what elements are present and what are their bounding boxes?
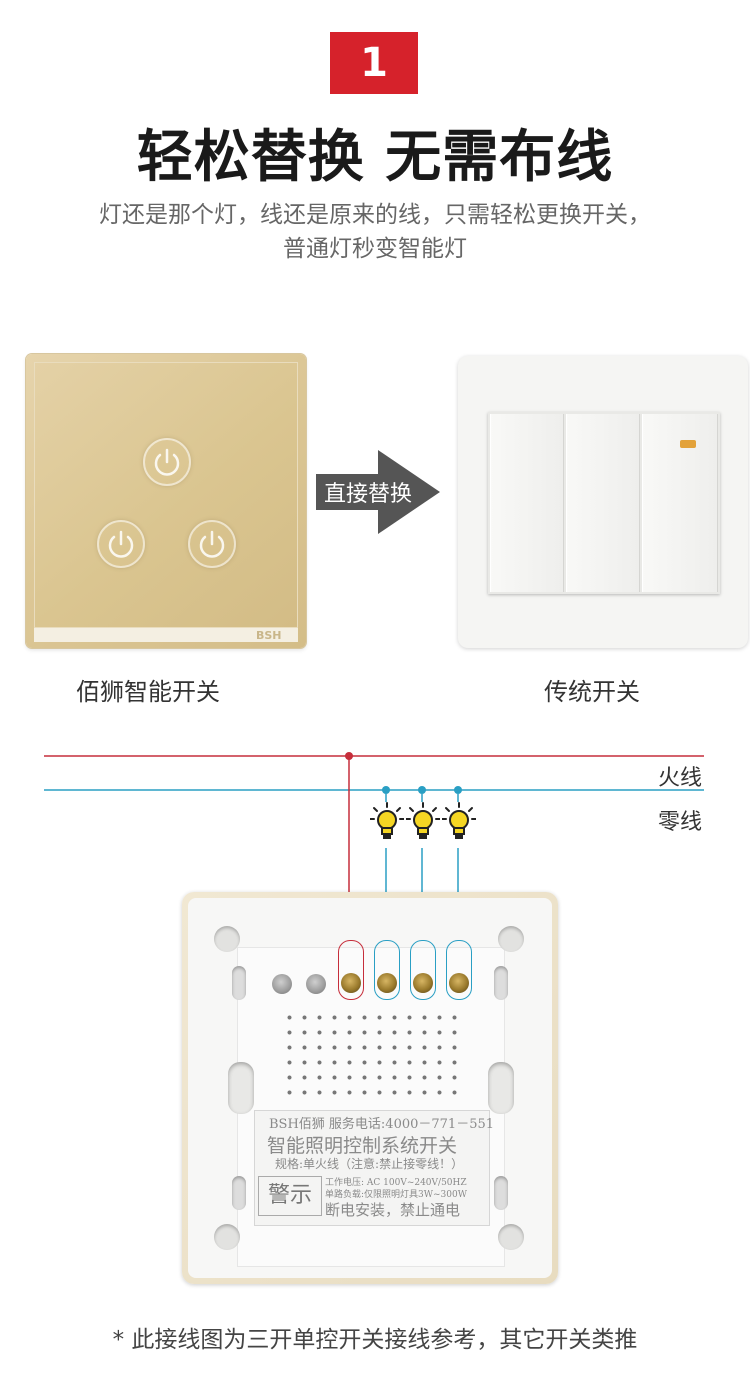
live-terminal-ring [338,940,364,1000]
power-icon [97,520,145,568]
unused-terminal [272,974,292,994]
headline: 轻松替换 无需布线 [136,125,614,190]
mount-slot [494,1176,508,1210]
unused-terminal [306,974,326,994]
arrow-label: 直接替换 [323,482,412,507]
smart-switch-caption: 佰狮智能开关 [76,678,220,706]
label-line-spec: 规格:单火线（注意:禁止接零线！） [275,1157,464,1171]
label-line-caution: 断电安装，禁止通电 [325,1201,461,1219]
footnote: * 此接线图为三开单控开关接线参考，其它开关类推 [112,1327,638,1353]
mount-slot [232,1176,246,1210]
screw-hole [214,1224,240,1250]
step-badge: 1 [330,32,418,94]
traditional-switch-caption: 传统开关 [544,678,640,706]
label-line-voltage: 工作电压: AC 100V~240V/50HZ [325,1178,467,1188]
subtitle: 灯还是那个灯，线还是原来的线，只需轻松更换开关， 普通灯秒变智能灯 [20,198,730,266]
subtitle-line-1: 灯还是那个灯，线还是原来的线，只需轻松更换开关， [99,202,651,228]
load-terminal [413,973,433,993]
label-line-product: 智能照明控制系统开关 [267,1135,458,1157]
screw-hole [498,926,524,952]
product-label: BSH佰狮 服务电话:4000－771－551 智能照明控制系统开关 规格:单火… [254,1110,494,1226]
vent-holes [282,1010,462,1102]
neutral-wire-label: 零线 [658,810,703,835]
screw-hole [498,1224,524,1250]
smart-switch-strip [34,628,298,642]
power-icon [143,438,191,486]
load-terminal-ring [410,940,436,1000]
mount-slot [494,966,508,1000]
smart-switch-face [34,362,298,628]
bulb-icon [369,802,405,846]
bulb-icon [405,802,441,846]
warning-box: 警示 [258,1176,322,1216]
screw-hole [214,926,240,952]
power-icon [188,520,236,568]
rocker-middle [566,414,640,592]
smart-switch-logo: BSH [256,629,282,642]
load-terminal [377,973,397,993]
live-terminal [341,973,361,993]
load-terminal-ring [374,940,400,1000]
rocker-left [490,414,564,592]
mount-slot [488,1062,514,1114]
mount-slot [232,966,246,1000]
mount-slot [228,1062,254,1114]
arrow-right-icon [316,450,440,534]
load-terminal [449,973,469,993]
indicator-light [680,440,696,448]
label-line-brand: BSH佰狮 服务电话:4000－771－551 [269,1117,495,1132]
subtitle-line-2: 普通灯秒变智能灯 [283,236,467,262]
live-wire-label: 火线 [658,766,703,791]
load-terminal-ring [446,940,472,1000]
label-line-load: 单路负载:仅限照明灯具3W~300W [325,1190,467,1200]
bulb-icon [441,802,477,846]
